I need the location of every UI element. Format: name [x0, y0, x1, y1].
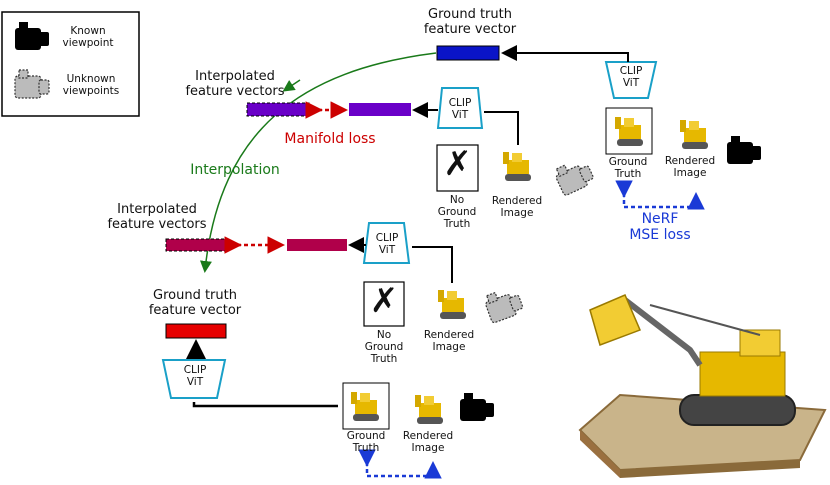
connector-top: [501, 45, 629, 62]
manifold-loss-label: Manifold loss: [284, 131, 376, 147]
clip-vit-label-top-mid: CLIP ViT: [448, 97, 472, 122]
rendered-image-label-bottom: Rendered Image: [402, 430, 454, 455]
rendered-image-1: [503, 152, 531, 181]
rendered-image-label-2: Rendered Image: [423, 329, 475, 354]
rendered-image-top-right: [680, 120, 708, 149]
gt-vector-bottom: [165, 323, 227, 339]
ground-truth-label-top: Ground Truth: [608, 156, 648, 181]
no-gt-label-top: No Ground Truth: [437, 194, 477, 231]
clip-vit-label-bottom: CLIP ViT: [183, 364, 207, 389]
nerf-loss-label: NeRF MSE loss: [629, 211, 691, 244]
no-gt-x-top: ✗: [443, 144, 472, 184]
bulldozer-scene-image: [578, 294, 827, 478]
rendered-image-label-1: Rendered Image: [491, 195, 543, 220]
interp-vectors-label-2: Interpolated feature vectors: [107, 202, 207, 232]
clip-output-vector-top: [349, 103, 411, 116]
clip-vit-bottom: [161, 359, 227, 399]
nerf-loss-bracket-top: [615, 180, 705, 210]
nerf-loss-bracket-bottom: [358, 449, 442, 479]
interp-vector-mid: [165, 238, 229, 252]
clip-output-vector-mid: [287, 239, 347, 251]
unknown-camera-icon-1: [552, 155, 597, 197]
unknown-camera-icon-2: [482, 284, 526, 324]
clip-vit-mid: [362, 222, 411, 264]
legend: [1, 11, 140, 117]
no-gt-box-top: [436, 144, 479, 192]
rendered-image-label-top-right: Rendered Image: [664, 155, 716, 180]
known-camera-icon-top: [727, 136, 761, 164]
rendered-image-2: [438, 290, 466, 319]
connector-render1: [484, 111, 519, 145]
connector-bottom: [192, 402, 338, 408]
interp-vector-top: [246, 102, 310, 117]
legend-unknown-label: Unknown viewpoints: [62, 73, 120, 98]
clip-vit-label-mid: CLIP ViT: [375, 232, 399, 257]
gt-vector-top-label: Ground truth feature vector: [423, 7, 517, 37]
gt-vector-top: [436, 45, 500, 61]
no-gt-box-mid: [363, 281, 405, 327]
rendered-image-bottom: [415, 395, 443, 424]
legend-known-label: Known viewpoint: [62, 25, 114, 50]
no-gt-label-mid: No Ground Truth: [364, 329, 404, 366]
ground-truth-label-bottom: Ground Truth: [346, 430, 386, 455]
no-gt-x-mid: ✗: [369, 281, 399, 321]
interpolation-label: Interpolation: [190, 162, 280, 178]
known-camera-icon-bottom: [460, 393, 494, 421]
connector-render2: [412, 246, 453, 283]
interp-vectors-label-1: Interpolated feature vectors: [185, 69, 285, 99]
clip-vit-top-mid: [436, 87, 484, 129]
gt-vector-bottom-label: Ground truth feature vector: [148, 288, 242, 318]
clip-vit-label-top-right: CLIP ViT: [619, 65, 643, 90]
clip-vit-top-right: [604, 61, 658, 99]
